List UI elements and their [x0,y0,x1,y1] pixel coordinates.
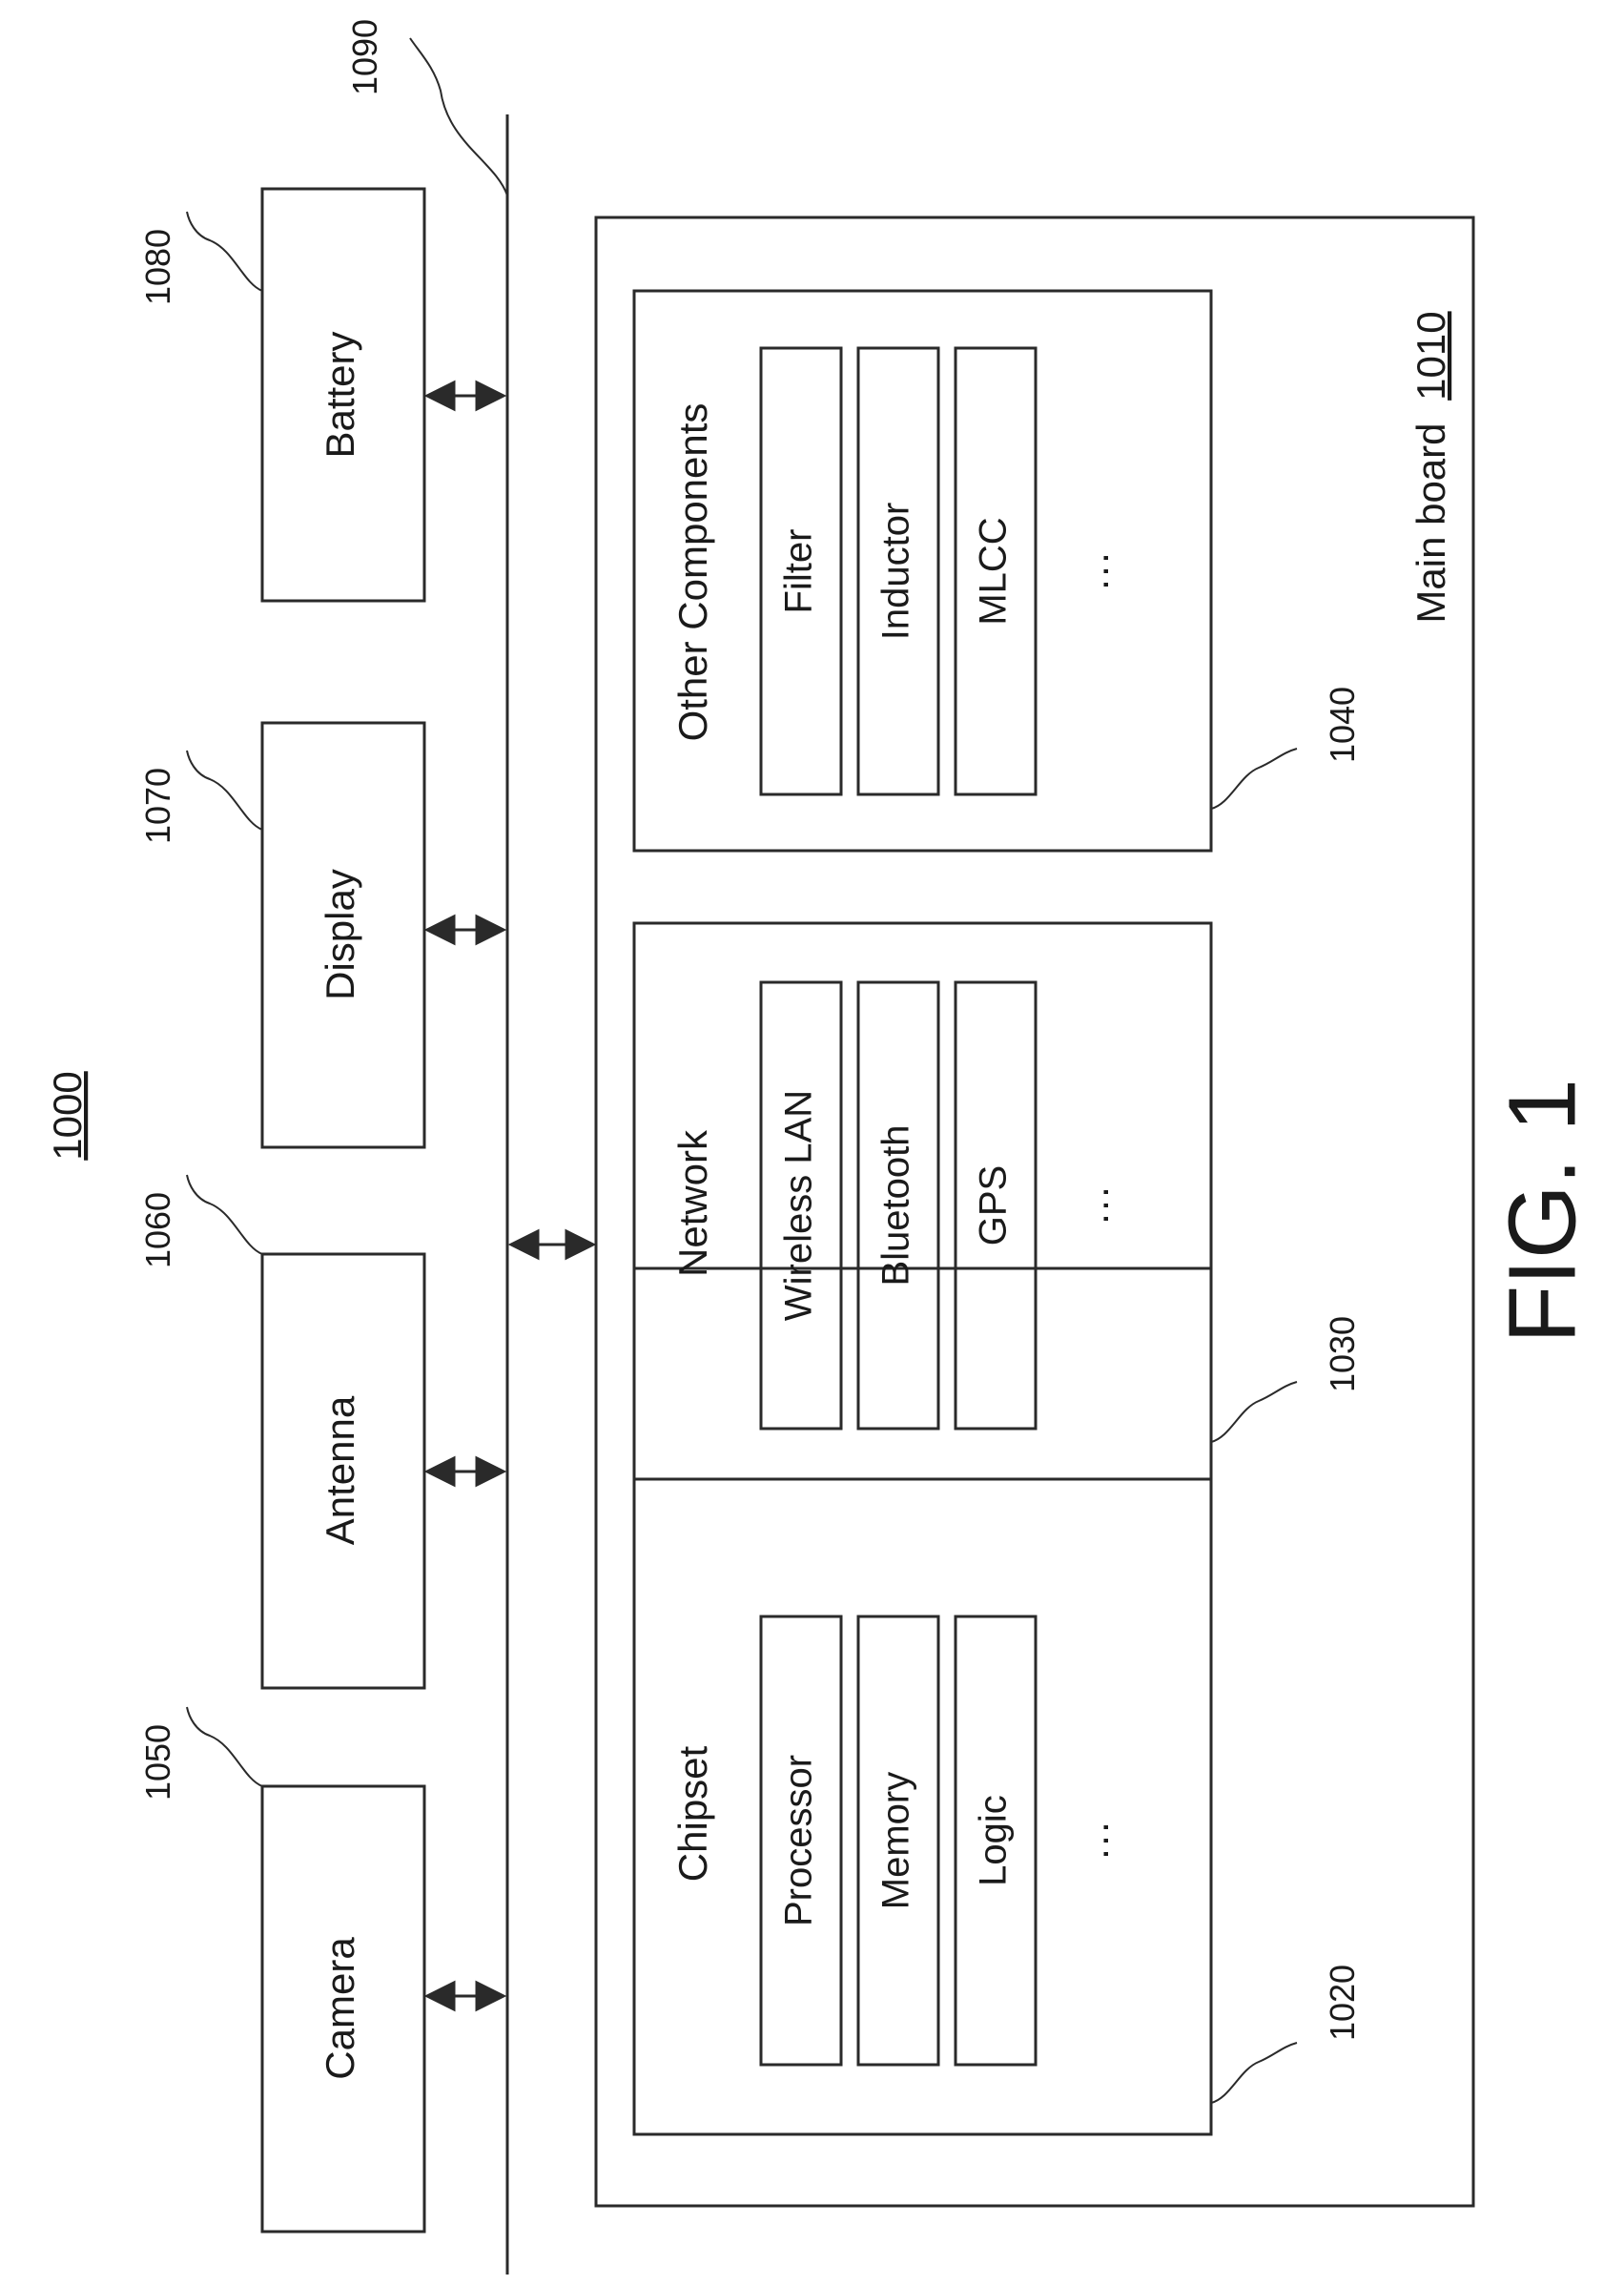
figure-caption: FIG. 1 [1489,1079,1595,1344]
chipset-item-processor: Processor [778,1755,820,1926]
bus-ref-label: 1090 [345,19,384,95]
network-ref-label: 1030 [1323,1316,1362,1392]
figure-number: 1000 [45,1071,90,1160]
display-label: Display [318,869,362,1000]
chipset-ellipsis: ··· [1080,1821,1125,1861]
other-item-inductor: Inductor [875,503,917,641]
network-leader-line [1211,1382,1297,1442]
chipset-box [634,1268,1211,2134]
svg-text:Main board 1010: Main board 1010 [1408,311,1453,623]
display-ref-label: 1070 [138,768,177,844]
bus-leader-line [410,38,507,196]
camera-label: Camera [318,1937,362,2080]
antenna-ref-label: 1060 [138,1192,177,1268]
display-leader-line [187,751,262,830]
main-board-name: Main board [1408,422,1453,623]
main-board-label: Main board 1010 [1408,311,1453,623]
other-item-filter: Filter [778,529,820,614]
antenna-leader-line [187,1175,262,1254]
network-label: Network [670,1129,715,1277]
chipset-ref-label: 1020 [1323,1965,1362,2041]
network-ellipsis: ··· [1080,1185,1125,1225]
chipset-label: Chipset [670,1745,715,1882]
antenna-label: Antenna [318,1395,362,1545]
chipset-item-memory: Memory [875,1772,917,1909]
main-board-ref: 1010 [1408,311,1453,400]
battery-label: Battery [318,331,362,458]
other-components-leader-line [1211,749,1297,809]
battery-leader-line [187,212,262,291]
chipset-item-logic: Logic [973,1795,1015,1886]
other-item-mlcc: MLCC [973,517,1015,625]
other-components-ref-label: 1040 [1323,687,1362,763]
other-components-ellipsis: ··· [1080,551,1125,591]
battery-ref-label: 1080 [138,229,177,305]
network-item-gps: GPS [973,1165,1015,1245]
chipset-leader-line [1211,2043,1297,2103]
other-components-label: Other Components [670,403,715,742]
camera-ref-label: 1050 [138,1724,177,1801]
network-item-wireless-lan: Wireless LAN [778,1090,820,1321]
camera-leader-line [187,1707,262,1786]
network-item-bluetooth: Bluetooth [875,1124,917,1286]
